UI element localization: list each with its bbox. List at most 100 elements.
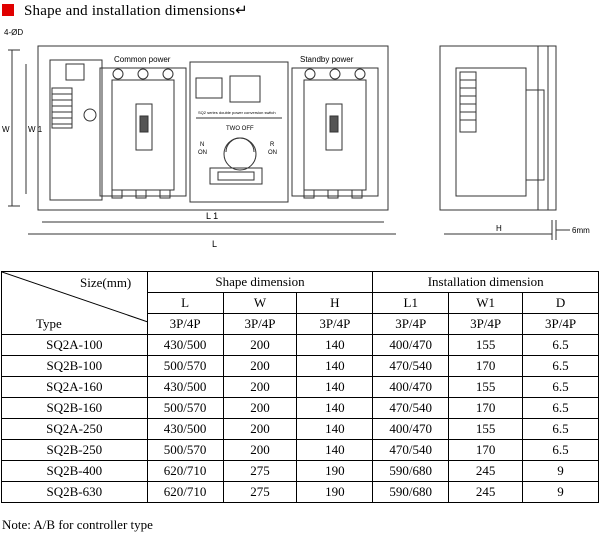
table-row: SQ2A-250 430/500 200 140 400/470 155 6.5: [1, 418, 599, 440]
n-on-label: ON: [198, 150, 207, 156]
h-cell: 140: [296, 397, 374, 419]
pole-cell: 3P/4P: [146, 313, 224, 335]
l1-cell: 400/470: [372, 418, 450, 440]
pole-cell: 3P/4P: [372, 313, 450, 335]
w-cell: 275: [222, 460, 298, 482]
l1-cell: 590/680: [372, 481, 450, 503]
shape-group-header: Shape dimension: [146, 271, 374, 293]
w1-dim-label: W 1: [28, 125, 43, 134]
type-cell: SQ2A-250: [1, 418, 148, 440]
gap-dim-label: 6mm: [572, 226, 590, 235]
l1-cell: 470/540: [372, 439, 450, 461]
n-label: N: [200, 142, 204, 148]
d-cell: 6.5: [522, 439, 599, 461]
standby-power-label: Standby power: [300, 55, 354, 64]
type-cell: SQ2A-100: [1, 334, 148, 356]
col-header-w1: W1: [448, 292, 524, 314]
w1-cell: 155: [448, 418, 524, 440]
h-cell: 140: [296, 376, 374, 398]
size-label: Size(mm): [80, 275, 132, 290]
col-header-w: W: [222, 292, 298, 314]
h-cell: 140: [296, 439, 374, 461]
size-type-header: Size(mm) Type: [1, 271, 148, 335]
table-row: SQ2B-400 620/710 275 190 590/680 245 9: [1, 460, 599, 482]
section-heading: Shape and installation dimensions↵: [0, 0, 248, 20]
h-cell: 140: [296, 355, 374, 377]
d-cell: 6.5: [522, 418, 599, 440]
l-cell: 430/500: [146, 334, 224, 356]
type-cell: SQ2B-250: [1, 439, 148, 461]
d-cell: 9: [522, 481, 599, 503]
type-cell: SQ2B-160: [1, 397, 148, 419]
l-cell: 620/710: [146, 481, 224, 503]
col-header-l1: L1: [372, 292, 450, 314]
dimension-drawing: 4-ØD Common power Standby power SQ2 seri…: [2, 28, 590, 249]
diagonal-divider: [2, 272, 148, 323]
l1-cell: 400/470: [372, 376, 450, 398]
l-cell: 430/500: [146, 376, 224, 398]
front-view-outline: [37, 45, 389, 211]
l1-cell: 400/470: [372, 334, 450, 356]
l-cell: 500/570: [146, 439, 224, 461]
w-cell: 200: [222, 397, 298, 419]
l1-cell: 470/540: [372, 355, 450, 377]
hole-label: 4-ØD: [4, 28, 23, 37]
pole-cell: 3P/4P: [296, 313, 374, 335]
l1-cell: 590/680: [372, 460, 450, 482]
l-dim-label: L: [212, 239, 217, 249]
heading-text: Shape and installation dimensions↵: [24, 2, 248, 19]
l1-cell: 470/540: [372, 397, 450, 419]
table-row: SQ2B-630 620/710 275 190 590/680 245 9: [1, 481, 599, 503]
l-cell: 430/500: [146, 418, 224, 440]
table-row: SQ2B-250 500/570 200 140 470/540 170 6.5: [1, 439, 599, 461]
red-square-icon: [2, 4, 14, 16]
w-cell: 275: [222, 481, 298, 503]
d-cell: 9: [522, 460, 599, 482]
side-view-outline: [439, 45, 557, 211]
w1-cell: 245: [448, 481, 524, 503]
common-power-label: Common power: [114, 55, 171, 64]
w1-cell: 155: [448, 376, 524, 398]
r-label: R: [270, 142, 275, 148]
footnote: Note: A/B for controller type: [2, 517, 153, 532]
h-cell: 140: [296, 418, 374, 440]
w-cell: 200: [222, 355, 298, 377]
install-group-header: Installation dimension: [372, 271, 599, 293]
pole-cell: 3P/4P: [522, 313, 599, 335]
w1-cell: 170: [448, 355, 524, 377]
h-cell: 190: [296, 460, 374, 482]
two-off-label: TWO OFF: [226, 126, 254, 132]
type-cell: SQ2B-100: [1, 355, 148, 377]
w-cell: 200: [222, 439, 298, 461]
w-cell: 200: [222, 418, 298, 440]
product-label: SQ2 series double power conversion switc…: [198, 110, 276, 115]
l-cell: 500/570: [146, 397, 224, 419]
d-cell: 6.5: [522, 397, 599, 419]
pole-cell: 3P/4P: [222, 313, 298, 335]
h-dim-label: H: [496, 224, 502, 233]
w1-cell: 170: [448, 439, 524, 461]
w-cell: 200: [222, 376, 298, 398]
w-dim-label: W: [2, 125, 10, 134]
w1-cell: 155: [448, 334, 524, 356]
col-header-h: H: [296, 292, 374, 314]
w-cell: 200: [222, 334, 298, 356]
w1-cell: 170: [448, 397, 524, 419]
dimension-table: Size(mm) Type Shape dimension Installati…: [1, 271, 599, 503]
table-row: SQ2A-160 430/500 200 140 400/470 155 6.5: [1, 376, 599, 398]
w1-cell: 245: [448, 460, 524, 482]
d-cell: 6.5: [522, 355, 599, 377]
col-header-d: D: [522, 292, 599, 314]
type-label: Type: [36, 316, 62, 331]
pole-cell: 3P/4P: [448, 313, 524, 335]
table-row: SQ2B-100 500/570 200 140 470/540 170 6.5: [1, 355, 599, 377]
col-header-l: L: [146, 292, 224, 314]
type-cell: SQ2B-630: [1, 481, 148, 503]
r-on-label: ON: [268, 150, 277, 156]
l1-dim-label: L 1: [206, 211, 218, 221]
table-row: SQ2B-160 500/570 200 140 470/540 170 6.5: [1, 397, 599, 419]
d-cell: 6.5: [522, 376, 599, 398]
h-cell: 190: [296, 481, 374, 503]
d-cell: 6.5: [522, 334, 599, 356]
h-cell: 140: [296, 334, 374, 356]
